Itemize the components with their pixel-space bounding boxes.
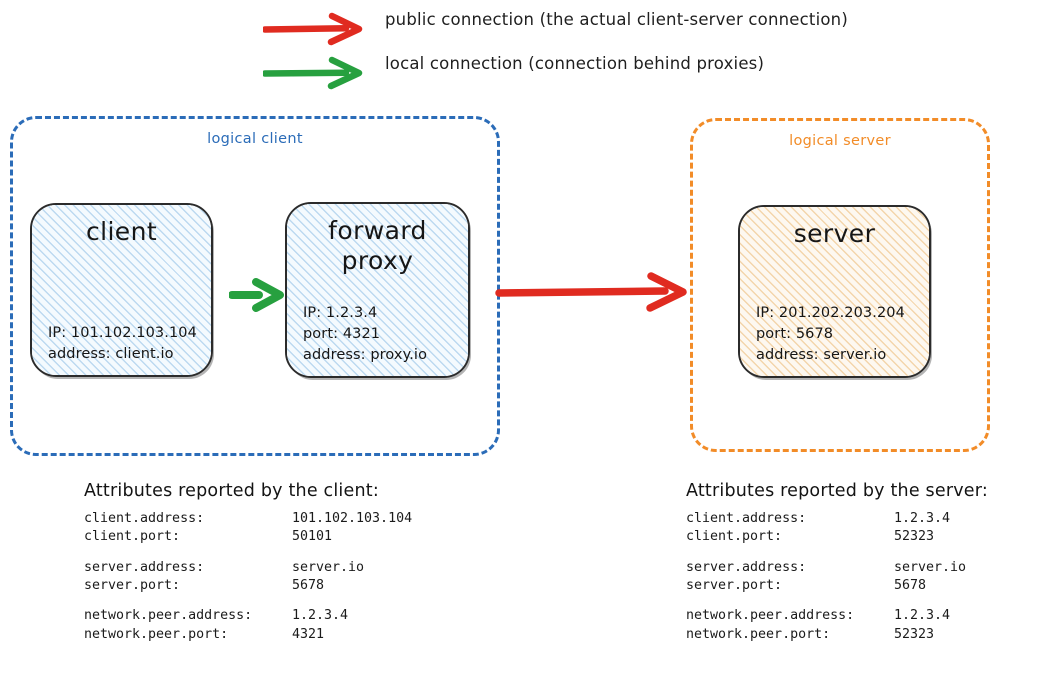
attribute-key: server.port: [686, 578, 783, 594]
client-node-attr-ip: IP: 101.102.103.104 [48, 324, 197, 341]
attribute-row: network.peer.address: 1.2.3.4 [686, 607, 988, 625]
logical-server-group: logical server [690, 118, 990, 452]
attribute-key: network.peer.port: [84, 626, 229, 642]
attribute-row: server.port: 5678 [84, 577, 412, 595]
attribute-group: client.address: 1.2.3.4 client.port: 52323 [686, 510, 988, 547]
client-node-attr-address: address: client.io [48, 345, 174, 362]
attribute-key: server.address: [84, 559, 205, 575]
forward-proxy-node-title: forward proxy [303, 216, 452, 275]
red-arrow-icon [263, 12, 363, 46]
attribute-value: server.io [894, 559, 967, 575]
server-node-attr-port: port: 5678 [756, 325, 834, 342]
client-attributes-block: Attributes reported by the client: clien… [84, 481, 412, 644]
attribute-value: 1.2.3.4 [292, 608, 349, 624]
attribute-row: server.address: server.io [686, 559, 988, 577]
client-to-proxy-arrow [229, 278, 284, 312]
attribute-value: 1.2.3.4 [894, 511, 951, 526]
attribute-key: client.address: [84, 511, 205, 526]
proxy-to-server-arrow [495, 272, 687, 312]
forward-proxy-attr-address: address: proxy.io [303, 346, 428, 363]
attribute-row: client.address: 1.2.3.4 [686, 510, 988, 528]
client-node: client IP: 101.102.103.104 address: clie… [30, 203, 213, 377]
legend-label-public: public connection (the actual client-ser… [385, 10, 848, 29]
green-arrow-icon [263, 56, 363, 90]
forward-proxy-title-line2: proxy [341, 245, 414, 275]
attribute-key: client.port: [84, 529, 181, 545]
attribute-row: network.peer.address: 1.2.3.4 [84, 607, 412, 625]
attribute-row: client.port: 50101 [84, 528, 412, 546]
client-attributes-title: Attributes reported by the client: [84, 481, 379, 501]
server-node-attr-ip: IP: 201.202.203.204 [756, 304, 905, 321]
logical-client-label: logical client [207, 131, 303, 147]
attribute-row: client.port: 52323 [686, 528, 988, 546]
attribute-group: client.address: 101.102.103.104 client.por… [84, 510, 412, 547]
attribute-group: server.address: server.io server.port: 5678 [686, 559, 988, 596]
attribute-group: server.address: server.io server.port: 5678 [84, 559, 412, 596]
forward-proxy-attr-ip: IP: 1.2.3.4 [303, 304, 378, 321]
attribute-value: 1.2.3.4 [894, 608, 951, 624]
attribute-key: network.peer.address: [686, 608, 855, 624]
attribute-row: server.port: 5678 [686, 577, 988, 595]
attribute-value: 50101 [292, 529, 333, 545]
server-node-title: server [793, 219, 876, 248]
client-node-attributes: IP: 101.102.103.104 address: client.io [48, 323, 197, 365]
attribute-value: 4321 [292, 626, 325, 642]
attribute-value: 52323 [894, 626, 935, 642]
attribute-key: client.port: [686, 529, 783, 545]
forward-proxy-attr-port: port: 4321 [303, 325, 381, 342]
attribute-value: server.io [292, 559, 365, 575]
attribute-row: server.address: server.io [84, 559, 412, 577]
forward-proxy-node-fill [287, 204, 468, 376]
forward-proxy-title-line1: forward [328, 216, 427, 245]
attribute-key: client.address: [686, 511, 807, 526]
attribute-row: network.peer.port: 4321 [84, 626, 412, 644]
attribute-key: server.address: [686, 559, 807, 575]
client-node-title: client [85, 217, 158, 246]
logical-client-group: logical client [10, 116, 500, 456]
attribute-value: 5678 [292, 578, 325, 594]
attribute-key: network.peer.address: [84, 608, 253, 624]
logical-server-label: logical server [789, 133, 891, 149]
client-node-fill [32, 205, 211, 375]
attribute-key: network.peer.port: [686, 626, 831, 642]
attribute-value: 52323 [894, 529, 935, 545]
client-attributes-table: client.address: 101.102.103.104 client.por… [84, 510, 412, 644]
attribute-row: client.address: 101.102.103.104 [84, 510, 412, 528]
forward-proxy-node: forward proxy IP: 1.2.3.4 port: 4321 add… [285, 202, 470, 378]
legend-label-local: local connection (connection behind prox… [385, 54, 765, 73]
attribute-value: 101.102.103.104 [292, 511, 413, 526]
server-node-fill [740, 207, 929, 376]
server-attributes-table: client.address: 1.2.3.4 client.port: 52323 s… [686, 510, 988, 644]
attribute-key: server.port: [84, 578, 181, 594]
server-attributes-title: Attributes reported by the server: [686, 481, 988, 501]
attribute-row: network.peer.port: 52323 [686, 626, 988, 644]
server-node-attributes: IP: 201.202.203.204 port: 5678 address: … [756, 303, 913, 366]
server-node: server IP: 201.202.203.204 port: 5678 ad… [738, 205, 931, 378]
server-attributes-block: Attributes reported by the server: clien… [686, 481, 988, 644]
server-node-attr-address: address: server.io [756, 346, 887, 363]
attribute-value: 5678 [894, 578, 927, 594]
forward-proxy-node-attributes: IP: 1.2.3.4 port: 4321 address: proxy.io [303, 303, 452, 366]
